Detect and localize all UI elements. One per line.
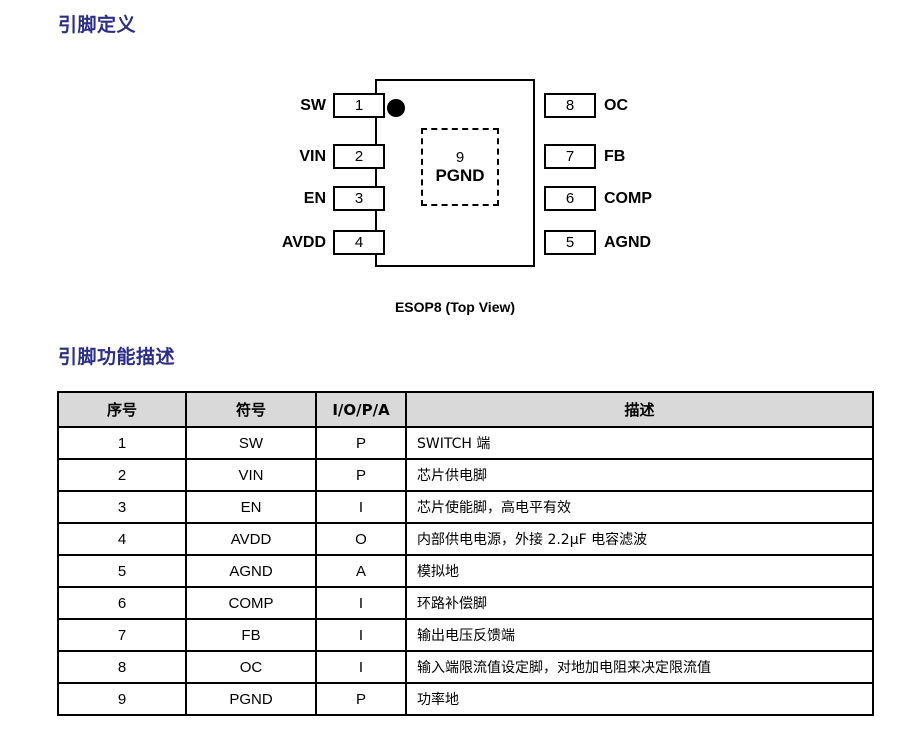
- page-title-pin-function: 引脚功能描述: [58, 346, 176, 368]
- cell-symbol: FB: [185, 618, 317, 652]
- cell-symbol: AVDD: [185, 522, 317, 556]
- cell-description: 芯片使能脚，高电平有效: [405, 490, 874, 524]
- exposed-thermal-pad: 9 PGND: [421, 128, 499, 206]
- pin-box-4: 4: [333, 230, 385, 255]
- column-header-description: 描述: [405, 391, 874, 428]
- pin-box-8: 8: [544, 93, 596, 118]
- cell-description: 内部供电电源，外接 2.2μF 电容滤波: [405, 522, 874, 556]
- cell-symbol: VIN: [185, 458, 317, 492]
- pin-box-1: 1: [333, 93, 385, 118]
- cell-type: P: [315, 426, 407, 460]
- cell-type: O: [315, 522, 407, 556]
- cell-no: 9: [57, 682, 187, 716]
- pin1-marker-dot: [387, 99, 405, 117]
- cell-no: 5: [57, 554, 187, 588]
- cell-symbol: AGND: [185, 554, 317, 588]
- exposed-pad-number: 9: [455, 149, 465, 166]
- pin-box-6: 6: [544, 186, 596, 211]
- cell-type: I: [315, 618, 407, 652]
- cell-symbol: PGND: [185, 682, 317, 716]
- cell-no: 2: [57, 458, 187, 492]
- cell-type: P: [315, 458, 407, 492]
- cell-no: 6: [57, 586, 187, 620]
- cell-description: 输出电压反馈端: [405, 618, 874, 652]
- pin-box-5: 5: [544, 230, 596, 255]
- cell-description: 输入端限流值设定脚，对地加电阻来决定限流值: [405, 650, 874, 684]
- column-header-no: 序号: [57, 391, 187, 428]
- pin-box-7: 7: [544, 144, 596, 169]
- pin-label-vin: VIN: [299, 147, 326, 165]
- page-title-pin-definition: 引脚定义: [58, 14, 137, 36]
- table-header-row: 序号 符号 I/O/P/A 描述: [57, 391, 874, 428]
- cell-description: 芯片供电脚: [405, 458, 874, 492]
- pin-label-comp: COMP: [604, 189, 652, 207]
- cell-type: I: [315, 490, 407, 524]
- pin-box-3: 3: [333, 186, 385, 211]
- cell-no: 7: [57, 618, 187, 652]
- cell-symbol: EN: [185, 490, 317, 524]
- cell-description: 功率地: [405, 682, 874, 716]
- column-header-type: I/O/P/A: [315, 391, 407, 428]
- pin-label-sw: SW: [300, 96, 326, 114]
- cell-symbol: SW: [185, 426, 317, 460]
- cell-description: 模拟地: [405, 554, 874, 588]
- pin-label-oc: OC: [604, 96, 628, 114]
- pin-box-2: 2: [333, 144, 385, 169]
- cell-no: 3: [57, 490, 187, 524]
- pin-label-en: EN: [303, 189, 326, 207]
- pin-label-agnd: AGND: [604, 233, 652, 251]
- pin-label-fb: FB: [604, 147, 626, 165]
- cell-description: SWITCH 端: [405, 426, 874, 460]
- pin-label-avdd: AVDD: [281, 233, 326, 251]
- cell-type: I: [315, 650, 407, 684]
- cell-description: 环路补偿脚: [405, 586, 874, 620]
- cell-symbol: COMP: [185, 586, 317, 620]
- cell-no: 4: [57, 522, 187, 556]
- cell-no: 8: [57, 650, 187, 684]
- package-diagram: 9 PGND SW 1 VIN 2 EN 3 AVDD 4 8 OC 7 FB …: [0, 60, 910, 325]
- exposed-pad-label: PGND: [435, 166, 485, 185]
- cell-no: 1: [57, 426, 187, 460]
- package-caption: ESOP8 (Top View): [394, 299, 516, 315]
- cell-type: A: [315, 554, 407, 588]
- column-header-symbol: 符号: [185, 391, 317, 428]
- cell-type: I: [315, 586, 407, 620]
- cell-symbol: OC: [185, 650, 317, 684]
- cell-type: P: [315, 682, 407, 716]
